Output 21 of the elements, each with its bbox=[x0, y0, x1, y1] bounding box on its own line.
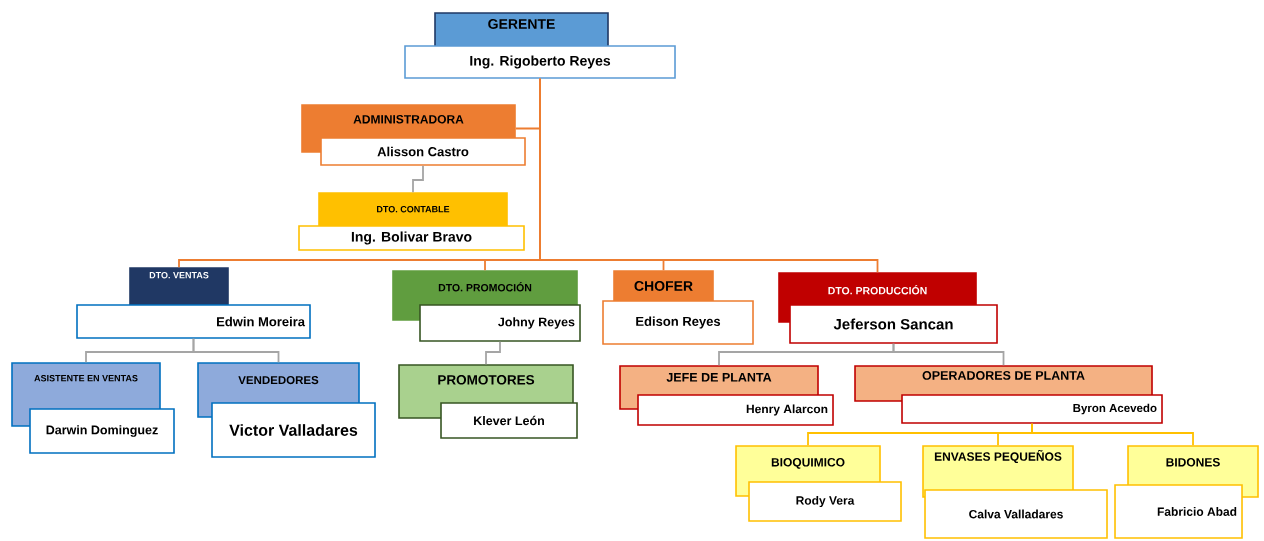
connector-line bbox=[412, 164, 424, 194]
name-box: Darwin Dominguez bbox=[29, 408, 175, 454]
connector-line bbox=[539, 77, 879, 274]
name-box: Rody Vera bbox=[748, 481, 902, 522]
connector-line bbox=[892, 342, 1005, 367]
connector-line bbox=[192, 337, 280, 364]
name-box: Ing. Bolivar Bravo bbox=[298, 225, 525, 251]
name-box: Byron Acevedo bbox=[901, 394, 1163, 424]
name-box: Calva Valladares bbox=[924, 489, 1108, 539]
name-box: Klever León bbox=[440, 402, 578, 439]
name-box: Johny Reyes bbox=[419, 304, 581, 342]
name-box: Fabricio Abad bbox=[1114, 484, 1243, 539]
connector-line bbox=[1031, 422, 1194, 447]
name-box: Edison Reyes bbox=[602, 300, 754, 345]
name-box: Henry Alarcon bbox=[637, 394, 834, 426]
name-box: Jeferson Sancan bbox=[789, 304, 998, 344]
connector-line bbox=[485, 340, 501, 366]
name-box: Edwin Moreira bbox=[76, 304, 311, 339]
name-box: Alisson Castro bbox=[320, 137, 526, 166]
name-box: Victor Valladares bbox=[211, 402, 376, 458]
name-box: Ing. Rigoberto Reyes bbox=[404, 45, 676, 79]
